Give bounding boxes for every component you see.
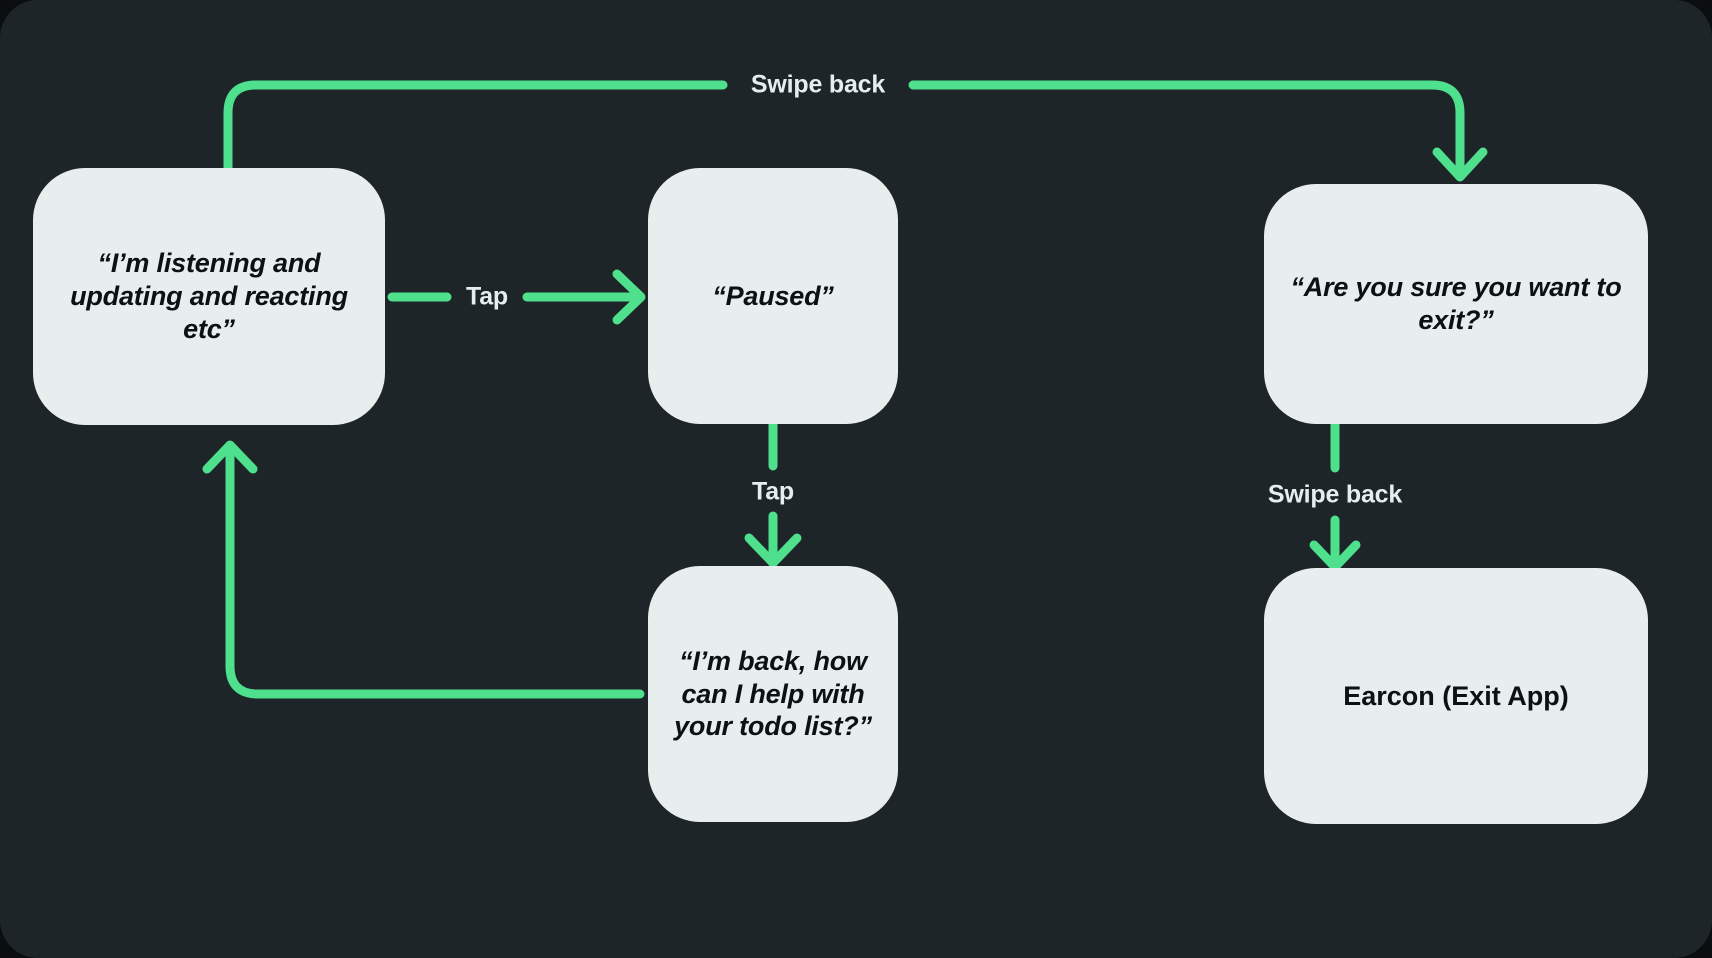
edge-label-swipe-back-top: Swipe back bbox=[750, 70, 886, 99]
edge-label-tap-listening-to-paused: Tap bbox=[466, 282, 508, 311]
edge-imback-to-listening bbox=[202, 440, 645, 699]
node-confirm-exit-label: “Are you sure you want to exit?” bbox=[1290, 272, 1622, 335]
node-paused-label: “Paused” bbox=[712, 280, 834, 311]
node-listening-label: “I’m listening and updating and reacting… bbox=[70, 248, 348, 344]
edge-path-loopback bbox=[225, 441, 645, 699]
edge-label-tap-paused-to-imback: Tap bbox=[752, 477, 794, 506]
node-im-back[interactable]: “I’m back, how can I help with your todo… bbox=[648, 566, 898, 822]
node-im-back-label: “I’m back, how can I help with your todo… bbox=[674, 645, 872, 742]
edge-listening-to-paused bbox=[387, 269, 646, 325]
edge-label-swipe-back-confirm-to-earcon: Swipe back bbox=[1267, 480, 1403, 509]
arrowhead-up-icon bbox=[202, 440, 258, 474]
arrowhead-right-icon bbox=[612, 269, 646, 325]
arrowhead-down-icon bbox=[1432, 147, 1488, 182]
arrowhead-down-icon bbox=[744, 533, 802, 568]
edge-path-right-segment bbox=[908, 80, 1465, 181]
node-earcon-exit[interactable]: Earcon (Exit App) bbox=[1264, 568, 1648, 824]
node-confirm-exit[interactable]: “Are you sure you want to exit?” bbox=[1264, 184, 1648, 424]
arrowhead-down-icon bbox=[1309, 540, 1361, 572]
node-paused[interactable]: “Paused” bbox=[648, 168, 898, 424]
node-earcon-exit-label: Earcon (Exit App) bbox=[1343, 680, 1569, 711]
edge-path-left-segment bbox=[223, 80, 728, 173]
node-listening[interactable]: “I’m listening and updating and reacting… bbox=[33, 168, 385, 425]
